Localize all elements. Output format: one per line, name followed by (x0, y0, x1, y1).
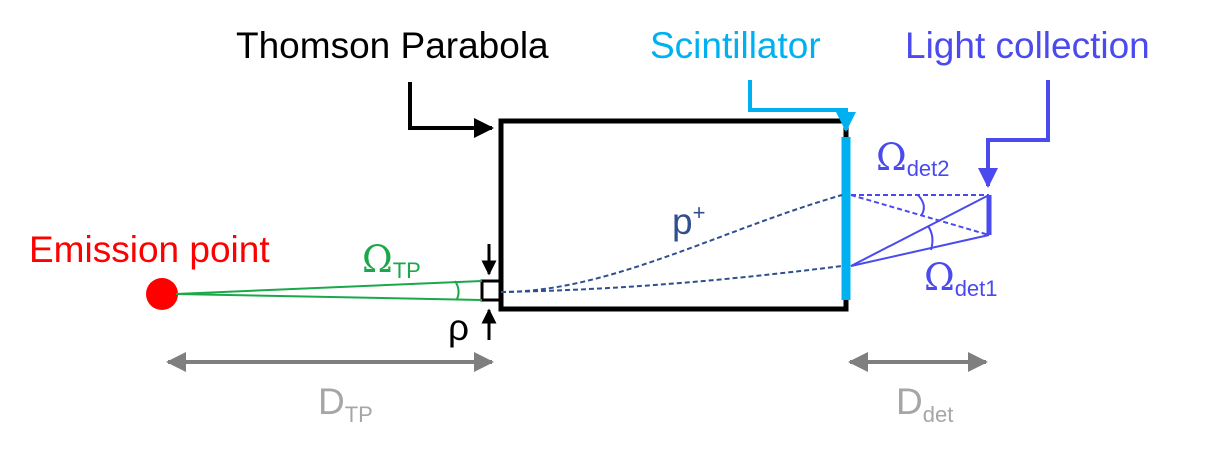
emission-point-dot (146, 278, 178, 310)
thomson-parabola-pointer (408, 82, 494, 138)
omega-tp-angle-arc (454, 280, 460, 300)
d-det-label: Ddet (896, 381, 953, 427)
d-tp-label: DTP (318, 381, 373, 427)
omega-det1-cone-lower (850, 234, 990, 267)
proton-trajectory-straight (500, 265, 843, 293)
omega-det1-angle-arc (927, 225, 934, 251)
omega-det2-angle-arc (917, 194, 925, 217)
omega-det2-label: Ωdet2 (876, 136, 950, 181)
scintillator-pointer (748, 80, 856, 132)
proton-trajectory-deflected (500, 194, 843, 293)
omega-tp-label: ΩTP (362, 238, 421, 283)
light-collection-label: Light collection (905, 25, 1150, 66)
light-collection-pointer (978, 80, 1050, 188)
proton-label: p+ (672, 200, 705, 242)
omega-tp-cone-lower (175, 293, 483, 301)
omega-det1-cone-upper (850, 194, 990, 267)
omega-det1-label: Ωdet1 (924, 256, 998, 301)
omega-det2-cone-dashed-lower (850, 194, 990, 236)
pinhole-aperture (480, 279, 503, 302)
thomson-parabola-label: Thomson Parabola (236, 25, 549, 66)
omega-tp-cone-upper (175, 280, 483, 295)
emission-point-label: Emission point (29, 229, 270, 270)
scintillator-label: Scintillator (650, 25, 821, 66)
rho-label: ρ (448, 307, 469, 348)
